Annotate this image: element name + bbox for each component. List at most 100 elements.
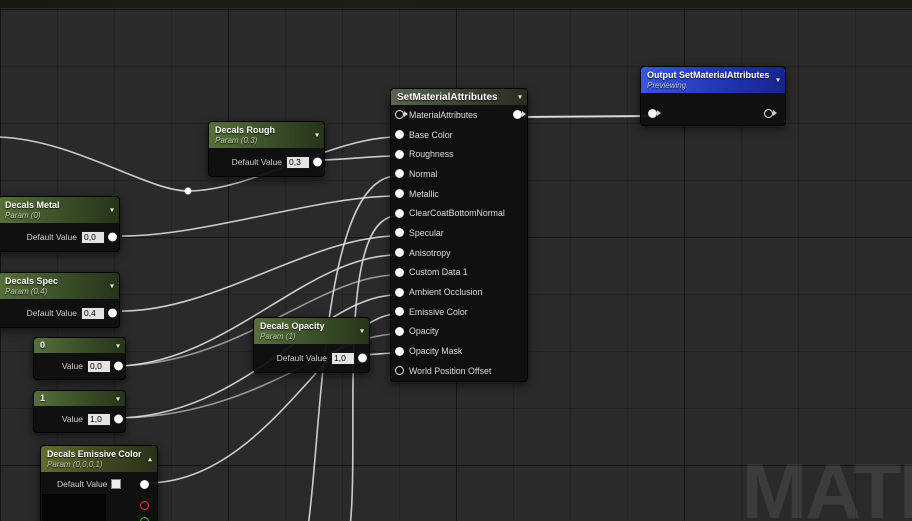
- node-title: Decals Metal: [5, 200, 60, 210]
- node-decals-spec[interactable]: Decals Spec Param (0.4) ▾ Default Value: [0, 272, 120, 328]
- node-header: Decals Spec Param (0.4) ▾: [0, 273, 119, 299]
- chevron-down-icon[interactable]: ▾: [115, 394, 120, 403]
- wire-emissive-to-emissivecolor[interactable]: [146, 313, 398, 484]
- node-body: Default Value: [0, 299, 119, 327]
- default-value-input[interactable]: [286, 155, 310, 169]
- material-watermark: MATERIAL: [742, 447, 912, 521]
- pin-label: Normal: [409, 168, 438, 179]
- pin-row-anisotropy: Anisotropy: [391, 243, 527, 263]
- value-input[interactable]: [87, 359, 111, 373]
- node-header: 1 ▾: [34, 391, 125, 406]
- pin-label: World Position Offset: [409, 365, 492, 376]
- pin-label: Opacity Mask: [409, 346, 463, 357]
- output-pin-rgb[interactable]: [140, 480, 149, 489]
- wire-materialattributes-to-output[interactable]: [520, 115, 652, 118]
- default-value-input[interactable]: [81, 306, 105, 320]
- node-title: 1: [40, 393, 46, 403]
- wire-left-to-basecolor[interactable]: [0, 136, 398, 192]
- reroute-node[interactable]: [184, 187, 192, 195]
- chevron-down-icon[interactable]: ▾: [359, 326, 364, 336]
- node-body: Default Value: [209, 148, 324, 176]
- color-swatch[interactable]: [111, 479, 122, 489]
- node-title: Decals Spec: [5, 276, 59, 286]
- input-pin-basecolor[interactable]: [395, 130, 404, 140]
- default-value-input[interactable]: [81, 230, 105, 244]
- node-title: SetMaterialAttributes: [397, 92, 498, 103]
- input-pin-customdata1[interactable]: [395, 267, 404, 277]
- chevron-up-icon[interactable]: ▴: [147, 454, 152, 464]
- chevron-down-icon[interactable]: ▾: [314, 130, 319, 140]
- output-pin-g[interactable]: [140, 517, 149, 521]
- value-label: Value: [61, 414, 83, 424]
- wire-bottom-to-normal[interactable]: [307, 175, 398, 521]
- input-pin-materialattributes[interactable]: [395, 110, 408, 120]
- input-pin[interactable]: [648, 109, 661, 118]
- value-input[interactable]: [87, 412, 111, 426]
- pin-row-clearcoatbottomnormal: ClearCoatBottomNormal: [391, 203, 527, 223]
- chevron-down-icon[interactable]: ▾: [517, 92, 522, 102]
- input-pin-anisotropy[interactable]: [395, 248, 404, 258]
- node-constant-1[interactable]: 1 ▾ Value: [33, 390, 126, 433]
- default-value-input[interactable]: [331, 351, 355, 365]
- default-value-label: Default Value: [231, 157, 282, 167]
- node-title: 0: [40, 340, 46, 350]
- pin-row-opacity: Opacity: [391, 322, 527, 342]
- node-constant-0[interactable]: 0 ▾ Value: [33, 337, 126, 380]
- pin-row-ambientocclusion: Ambient Occlusion: [391, 282, 527, 302]
- node-output-setmaterialattributes[interactable]: Output SetMaterialAttributes Previewing …: [640, 66, 786, 126]
- input-pin-opacity[interactable]: [395, 326, 404, 336]
- input-pin-worldpositionoffset[interactable]: [395, 366, 404, 376]
- pin-row-specular: Specular: [391, 223, 527, 243]
- input-pin-metallic[interactable]: [395, 189, 404, 199]
- node-body: [641, 93, 785, 125]
- pin-label: Metallic: [409, 188, 439, 199]
- default-value-label: Default Value: [26, 308, 77, 318]
- node-title: Decals Rough: [215, 125, 276, 135]
- pin-row-metallic: Metallic: [391, 184, 527, 204]
- output-pin[interactable]: [108, 232, 117, 242]
- default-value-label: Default Value: [26, 232, 77, 242]
- wire-spec-to-specular[interactable]: [121, 235, 398, 312]
- node-setmaterialattributes[interactable]: SetMaterialAttributes ▾ MaterialAttribut…: [390, 88, 528, 382]
- node-header: Decals Rough Param (0.3) ▾: [209, 122, 324, 148]
- output-pin-r[interactable]: [140, 501, 149, 510]
- input-pin-ambientocclusion[interactable]: [395, 287, 404, 297]
- chevron-down-icon[interactable]: ▾: [109, 281, 114, 291]
- chevron-down-icon[interactable]: ▾: [109, 205, 114, 215]
- output-pin[interactable]: [114, 414, 123, 424]
- pin-label: Specular: [409, 227, 444, 238]
- node-decals-rough[interactable]: Decals Rough Param (0.3) ▾ Default Value: [208, 121, 325, 177]
- output-pin[interactable]: [358, 353, 367, 363]
- wire-zero-to-anisotropy[interactable]: [113, 254, 398, 367]
- input-pin-clearcoatbottomnormal[interactable]: [395, 208, 404, 218]
- node-decals-metal[interactable]: Decals Metal Param (0) ▾ Default Value: [0, 196, 120, 252]
- output-pin[interactable]: [764, 109, 777, 118]
- pin-label: Ambient Occlusion: [409, 287, 483, 298]
- input-pin-roughness[interactable]: [395, 149, 404, 159]
- color-preview: [42, 494, 106, 521]
- chevron-down-icon[interactable]: ▾: [775, 75, 780, 85]
- chevron-down-icon[interactable]: ▾: [115, 341, 120, 350]
- output-pin-materialattributes[interactable]: [513, 110, 526, 120]
- pin-label: ClearCoatBottomNormal: [409, 208, 505, 219]
- node-subtitle: Param (0.3): [215, 136, 258, 145]
- input-pin-opacitymask[interactable]: [395, 346, 404, 356]
- input-pin-normal[interactable]: [395, 169, 404, 179]
- node-body: Default Value: [41, 472, 157, 496]
- node-title: Decals Opacity: [260, 321, 325, 331]
- node-decals-emissive-color[interactable]: Decals Emissive Color Param (0,0,0,1) ▴ …: [40, 445, 158, 521]
- wire-metal-to-metallic[interactable]: [121, 195, 398, 237]
- pin-row-customdata1: Custom Data 1: [391, 263, 527, 283]
- node-decals-opacity[interactable]: Decals Opacity Param (1) ▾ Default Value: [253, 317, 370, 373]
- wire-rough-to-roughness[interactable]: [315, 155, 398, 161]
- pin-row-normal: Normal: [391, 164, 527, 184]
- output-pin[interactable]: [108, 308, 117, 318]
- input-pin-emissivecolor[interactable]: [395, 307, 404, 317]
- node-title: Decals Emissive Color: [47, 449, 142, 459]
- pin-row-worldpositionoffset: World Position Offset: [391, 361, 527, 381]
- input-pin-specular[interactable]: [395, 228, 404, 238]
- output-pin[interactable]: [114, 361, 123, 371]
- output-pin[interactable]: [313, 157, 322, 167]
- pin-label: Base Color: [409, 129, 453, 140]
